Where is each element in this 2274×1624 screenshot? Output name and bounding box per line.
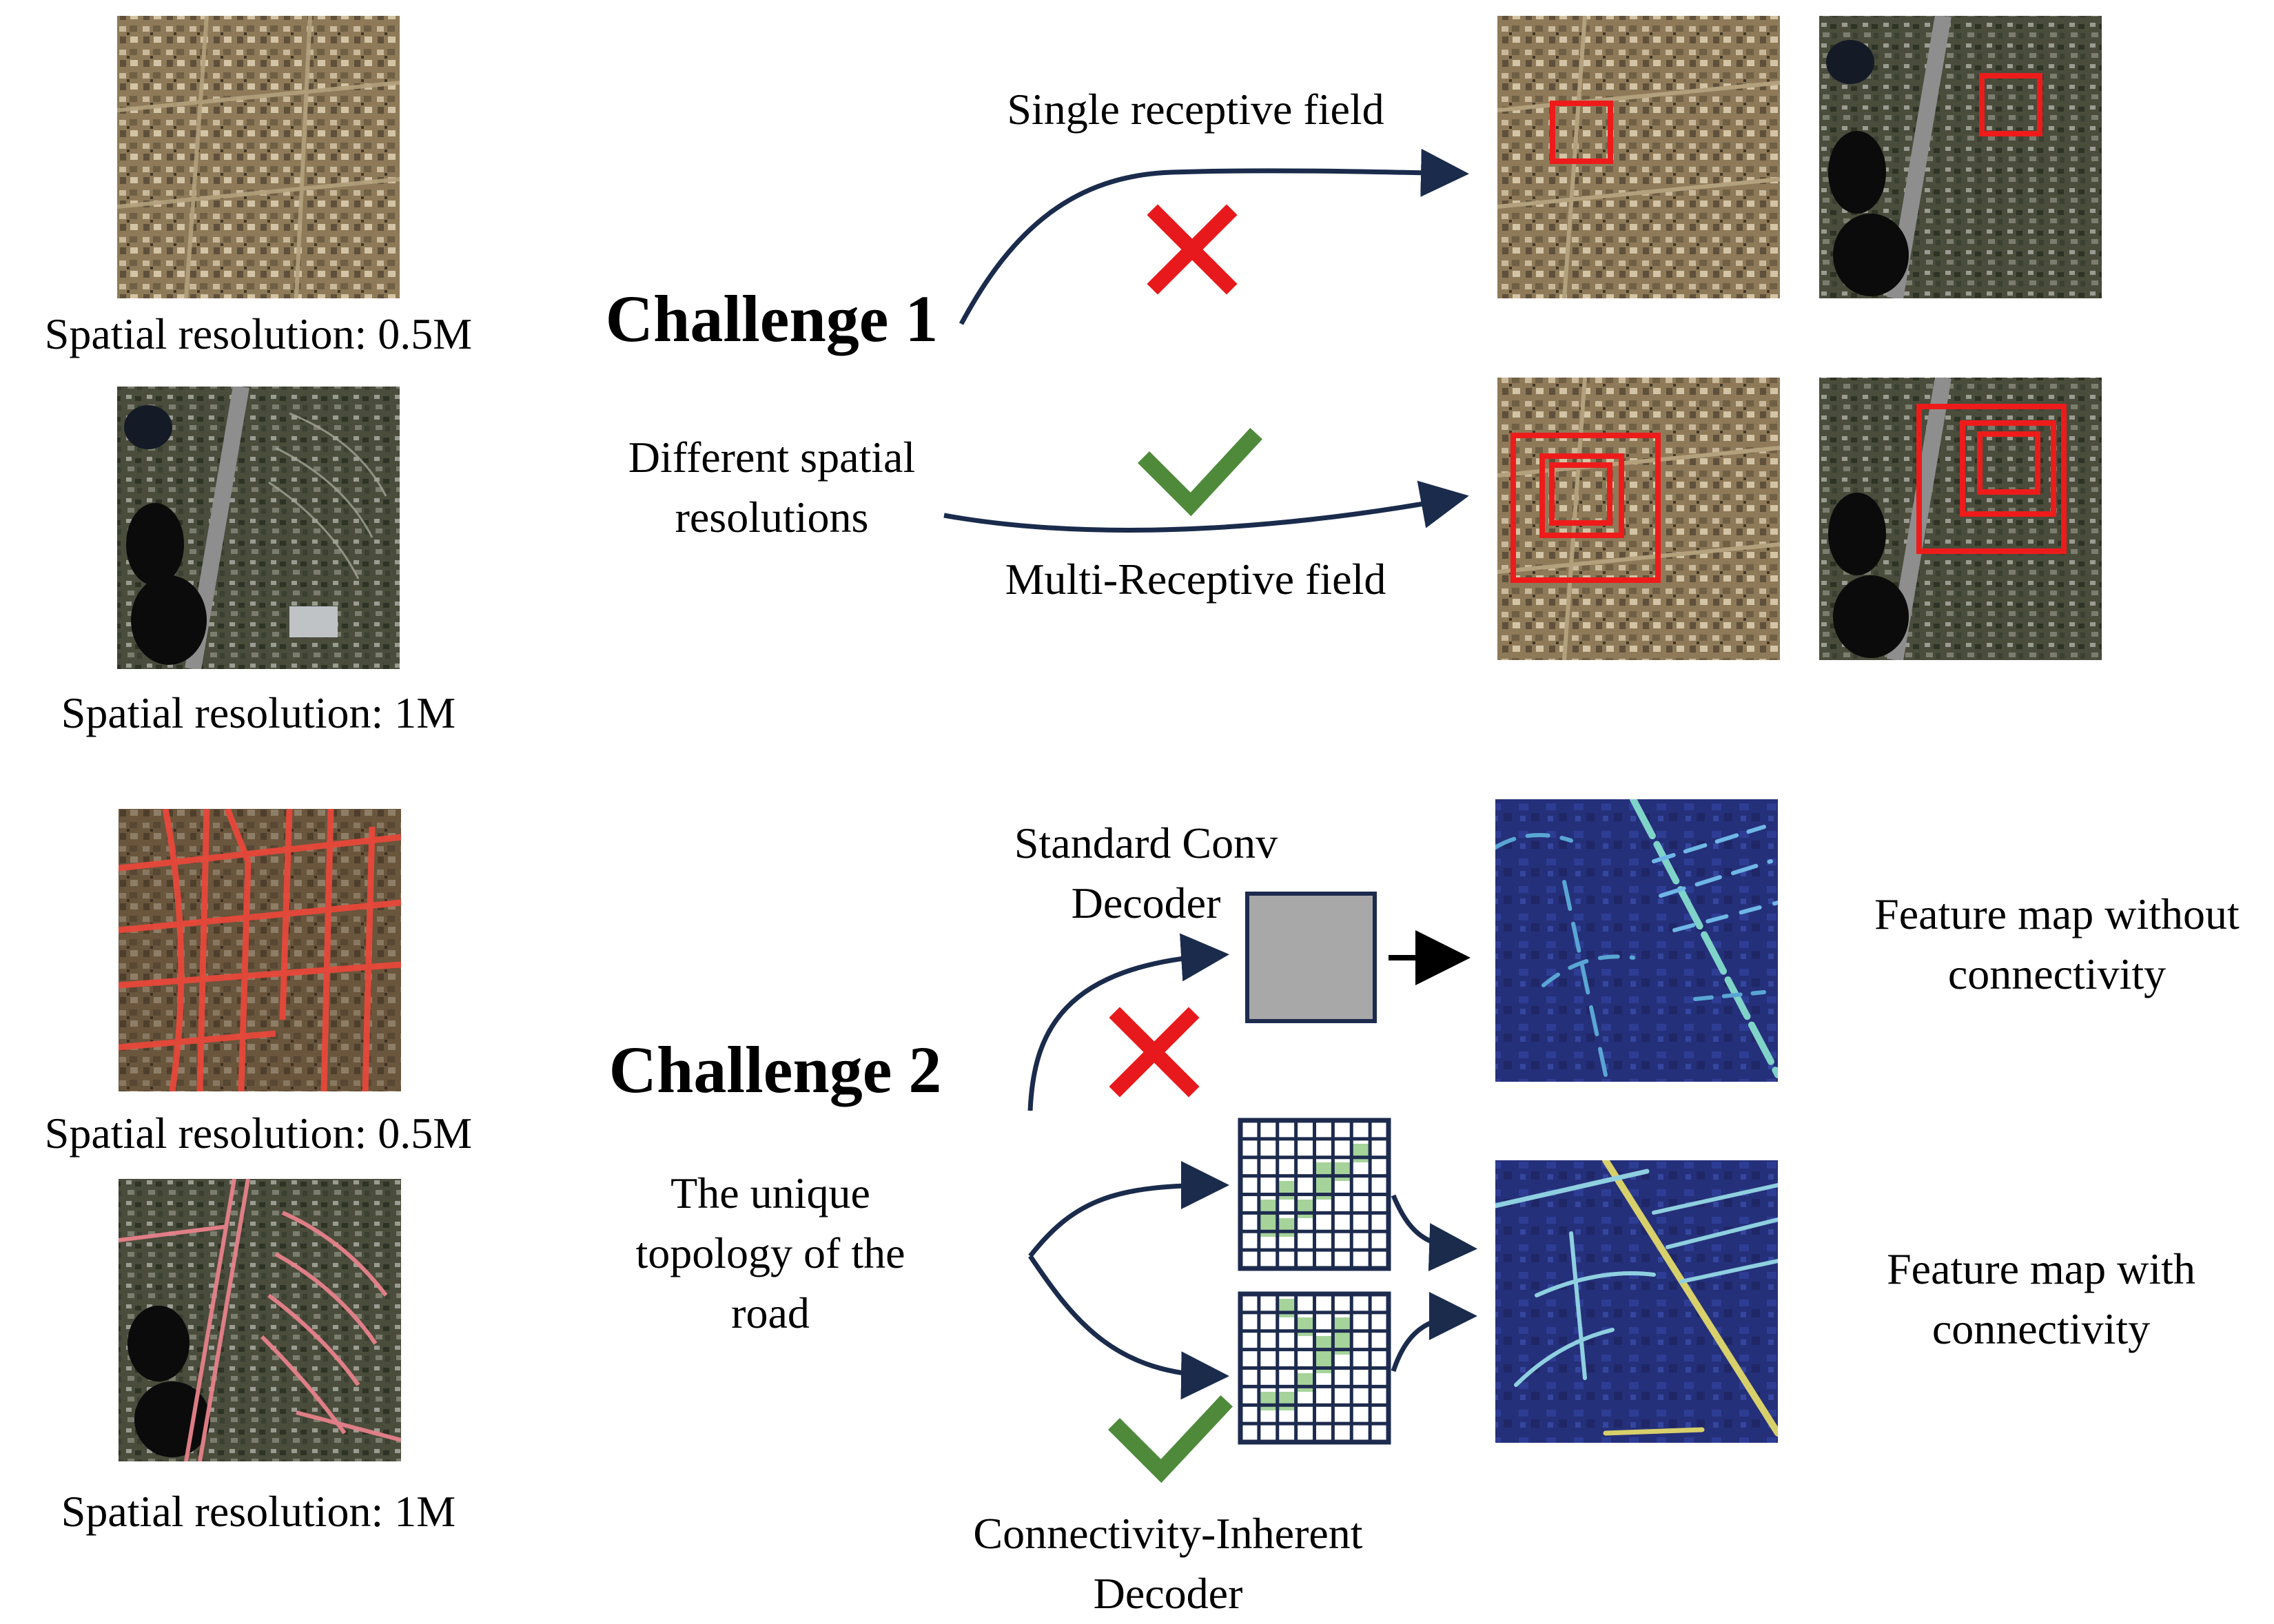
aerial-image-suburb-single-field	[1819, 16, 2102, 298]
receptive-field-box-small	[1977, 431, 2040, 495]
arrow-grid-2-to-feature-map	[1391, 1292, 1477, 1373]
arrow-grid-1-to-feature-map	[1391, 1194, 1477, 1272]
challenge-1-title: Challenge 1	[606, 282, 939, 356]
challenge-2-title: Challenge 2	[609, 1033, 942, 1107]
challenge-1-description: Different spatial	[628, 433, 915, 482]
resolution-label: Spatial resolution: 0.5M	[45, 1109, 472, 1158]
challenge-2-description: road	[731, 1288, 810, 1337]
receptive-field-box-small	[1549, 462, 1612, 526]
arrow-to-connectivity-grid-1	[1028, 1161, 1229, 1258]
cross-icon	[1109, 1007, 1200, 1098]
check-icon	[1138, 428, 1262, 517]
standard-conv-decoder-label: Standard Conv	[1014, 819, 1278, 867]
connectivity-grid-2	[1238, 1291, 1391, 1445]
standard-conv-decoder-box	[1245, 892, 1377, 1023]
multi-receptive-field-label: Multi-Receptive field	[1005, 555, 1386, 604]
arrow-single-field	[959, 148, 1469, 325]
aerial-image-urban-05m	[117, 16, 400, 298]
challenge-1-description: resolutions	[675, 493, 869, 542]
feature-map-with-label: connectivity	[1932, 1304, 2150, 1353]
connectivity-decoder-label: Decoder	[1094, 1569, 1243, 1618]
standard-conv-decoder-label: Decoder	[1072, 878, 1221, 927]
receptive-field-box-large	[1510, 433, 1661, 583]
challenge-2-description: The unique	[670, 1169, 870, 1217]
resolution-label: Spatial resolution: 1M	[61, 688, 455, 737]
resolution-label: Spatial resolution: 0.5M	[45, 309, 472, 358]
challenge-2-description: topology of the	[635, 1229, 905, 1277]
receptive-field-box	[1550, 101, 1613, 164]
receptive-field-box-large	[1916, 404, 2067, 554]
arrow-to-standard-conv	[1027, 933, 1229, 1111]
arrow-to-connectivity-grid-2	[1028, 1255, 1229, 1400]
aerial-image-suburb-multi-field	[1819, 378, 2102, 660]
feature-map-with-label: Feature map with	[1887, 1244, 2195, 1293]
feature-map-with-connectivity	[1495, 1160, 1778, 1443]
receptive-field-box	[1979, 73, 2042, 136]
feature-map-without-label: connectivity	[1948, 949, 2166, 998]
receptive-field-box-medium	[1539, 453, 1624, 538]
road-label-image-1m	[119, 1179, 401, 1461]
single-receptive-field-label: Single receptive field	[1007, 85, 1384, 134]
aerial-image-urban-single-field	[1497, 16, 1780, 298]
road-label-image-05m	[119, 809, 401, 1091]
check-icon	[1108, 1395, 1233, 1483]
connectivity-grid-1	[1238, 1118, 1391, 1271]
connectivity-decoder-label: Connectivity-Inherent	[973, 1509, 1362, 1558]
aerial-image-suburb-1m	[117, 387, 400, 669]
feature-map-without-connectivity	[1495, 799, 1778, 1082]
arrow-multi-field	[943, 480, 1469, 533]
receptive-field-box-medium	[1960, 420, 2056, 517]
cross-icon	[1147, 204, 1238, 295]
aerial-image-urban-multi-field	[1497, 378, 1780, 660]
resolution-label: Spatial resolution: 1M	[61, 1487, 455, 1536]
feature-map-without-label: Feature map without	[1874, 890, 2240, 938]
